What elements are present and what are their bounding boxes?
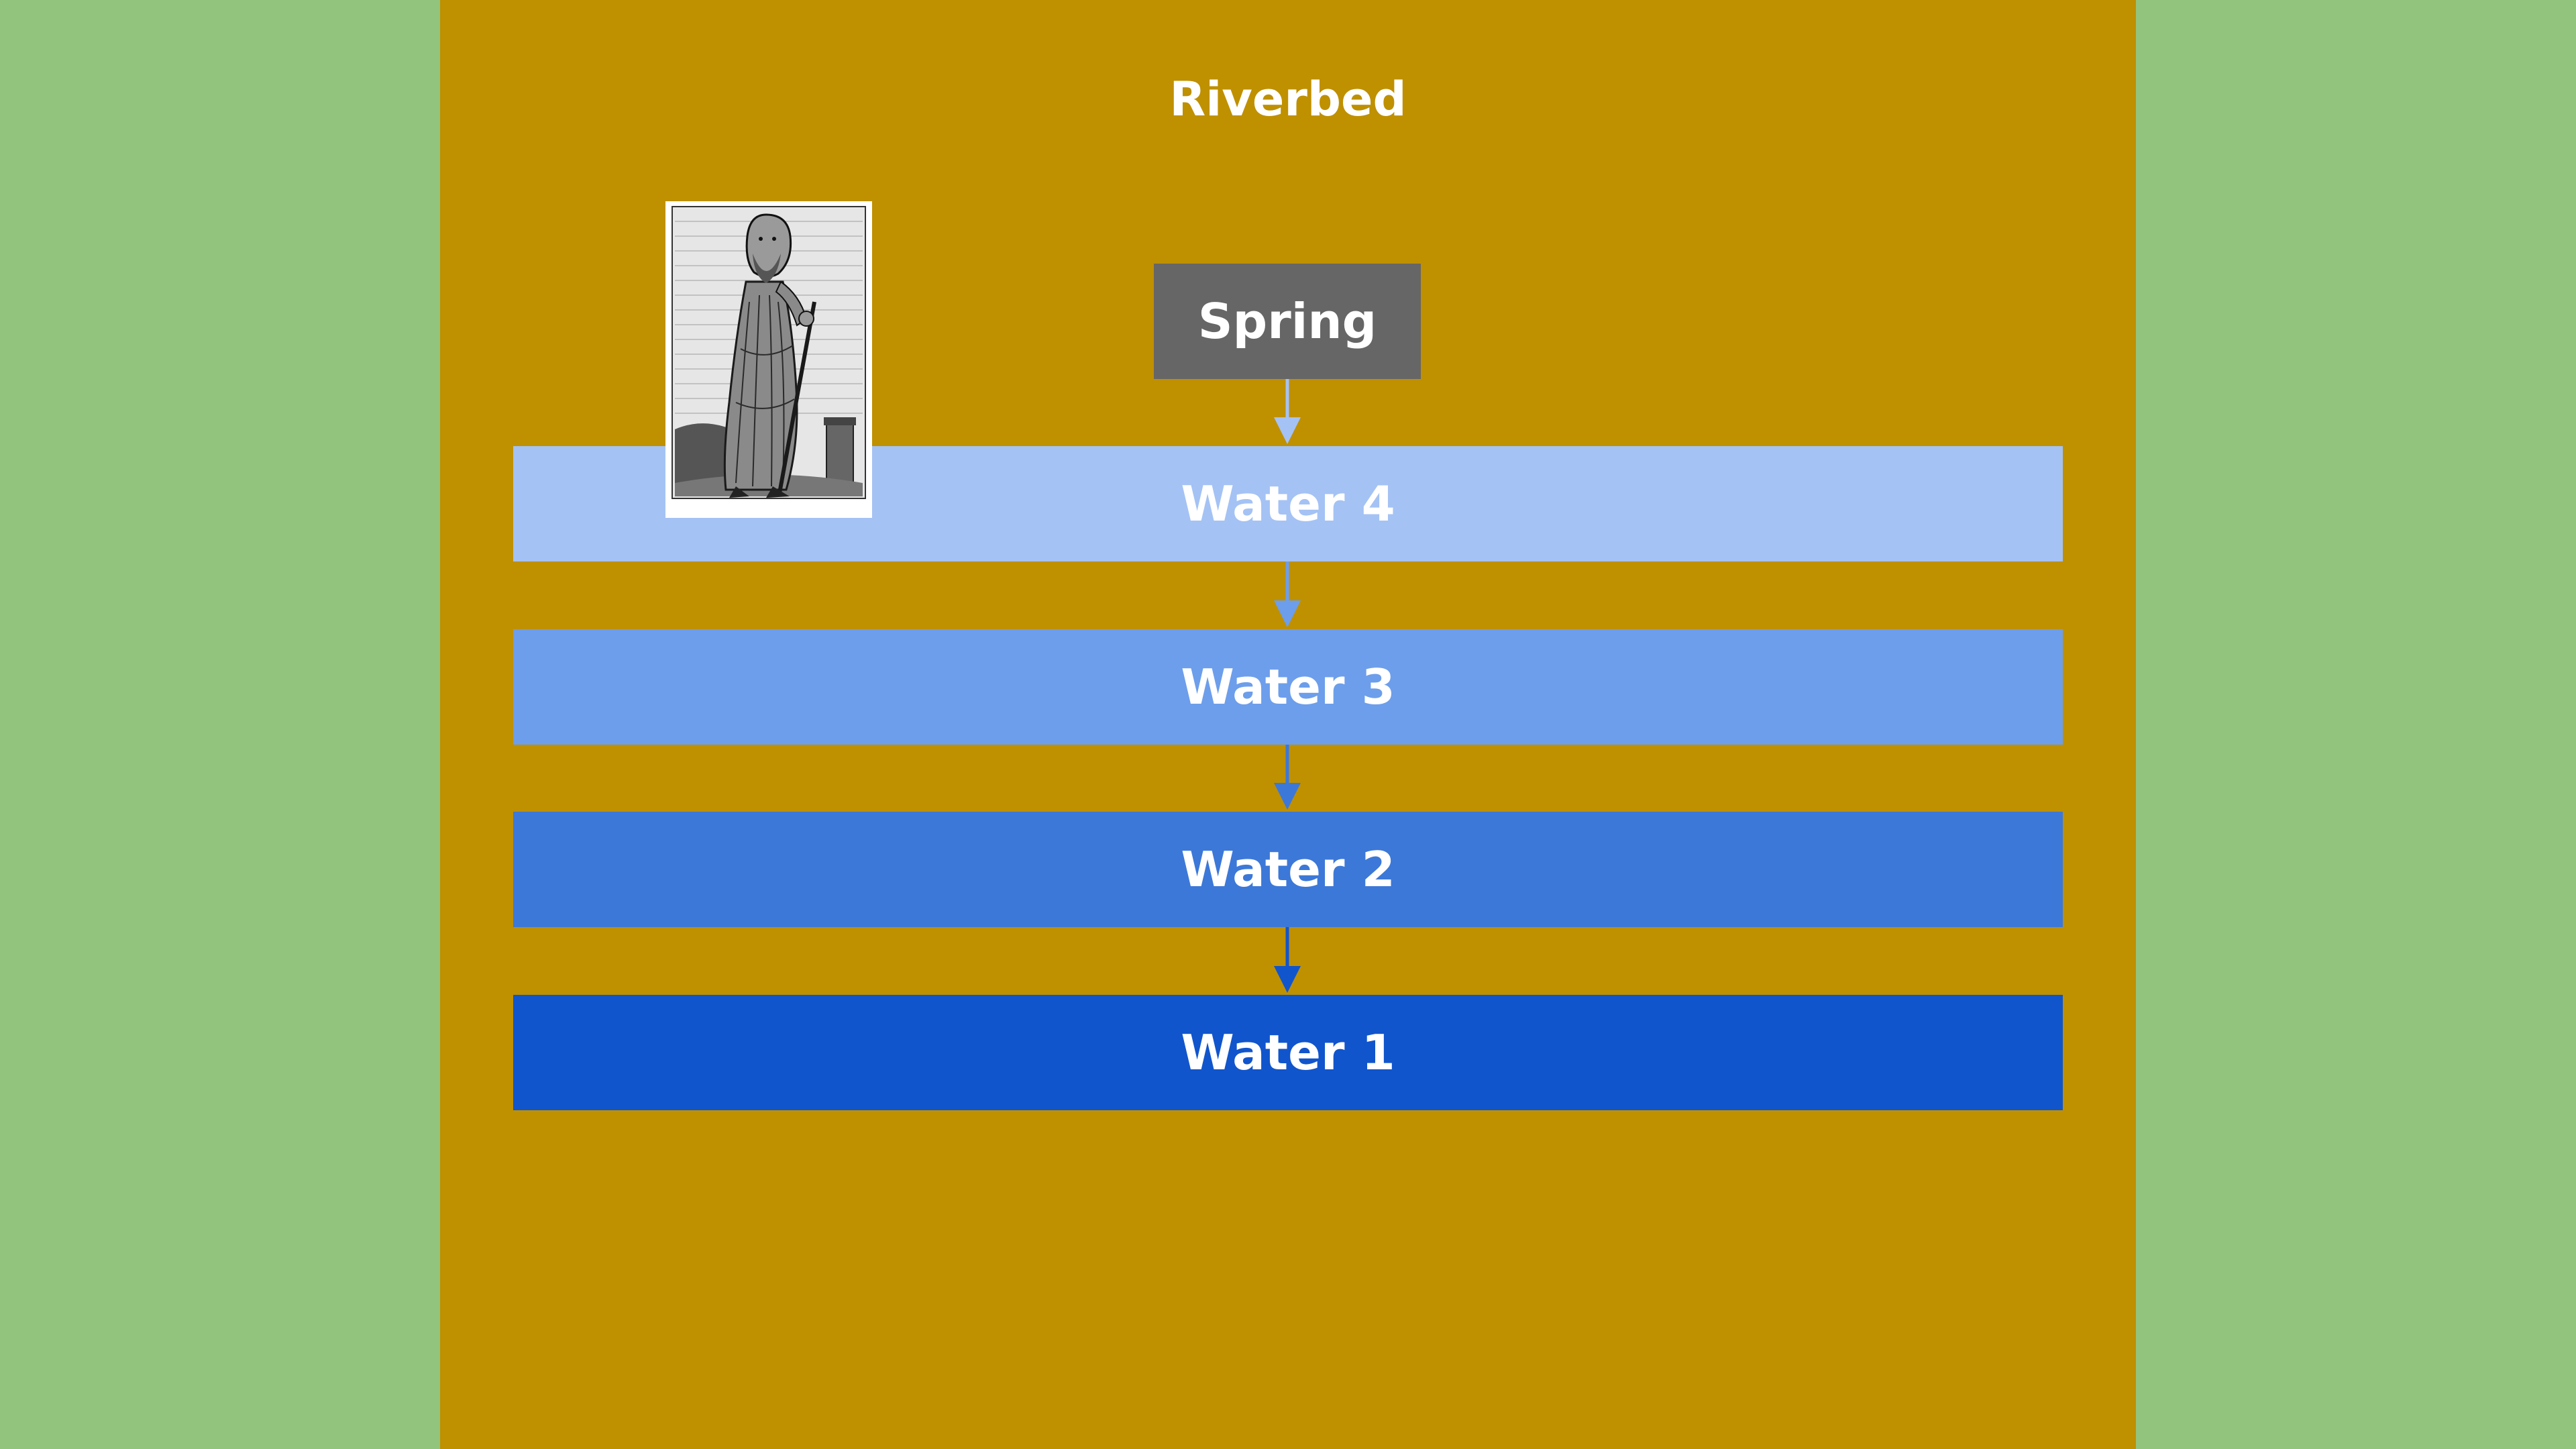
water-layer-1-label: Water 1 <box>1181 1024 1395 1081</box>
philosopher-engraving-icon <box>665 201 872 518</box>
spring-box: Spring <box>1154 264 1421 379</box>
heraclitus-portrait <box>665 201 872 518</box>
right-bank <box>2136 0 2576 1449</box>
diagram-title: Riverbed <box>1169 72 1407 127</box>
water-layer-3-label: Water 3 <box>1181 659 1395 715</box>
left-bank <box>0 0 440 1449</box>
water-layer-3: Water 3 <box>513 629 2063 745</box>
water-layer-2: Water 2 <box>513 812 2063 927</box>
water-layer-1: Water 1 <box>513 995 2063 1110</box>
water-layer-4-label: Water 4 <box>1181 476 1395 532</box>
spring-label: Spring <box>1197 293 1377 350</box>
water-layer-2-label: Water 2 <box>1181 841 1395 898</box>
